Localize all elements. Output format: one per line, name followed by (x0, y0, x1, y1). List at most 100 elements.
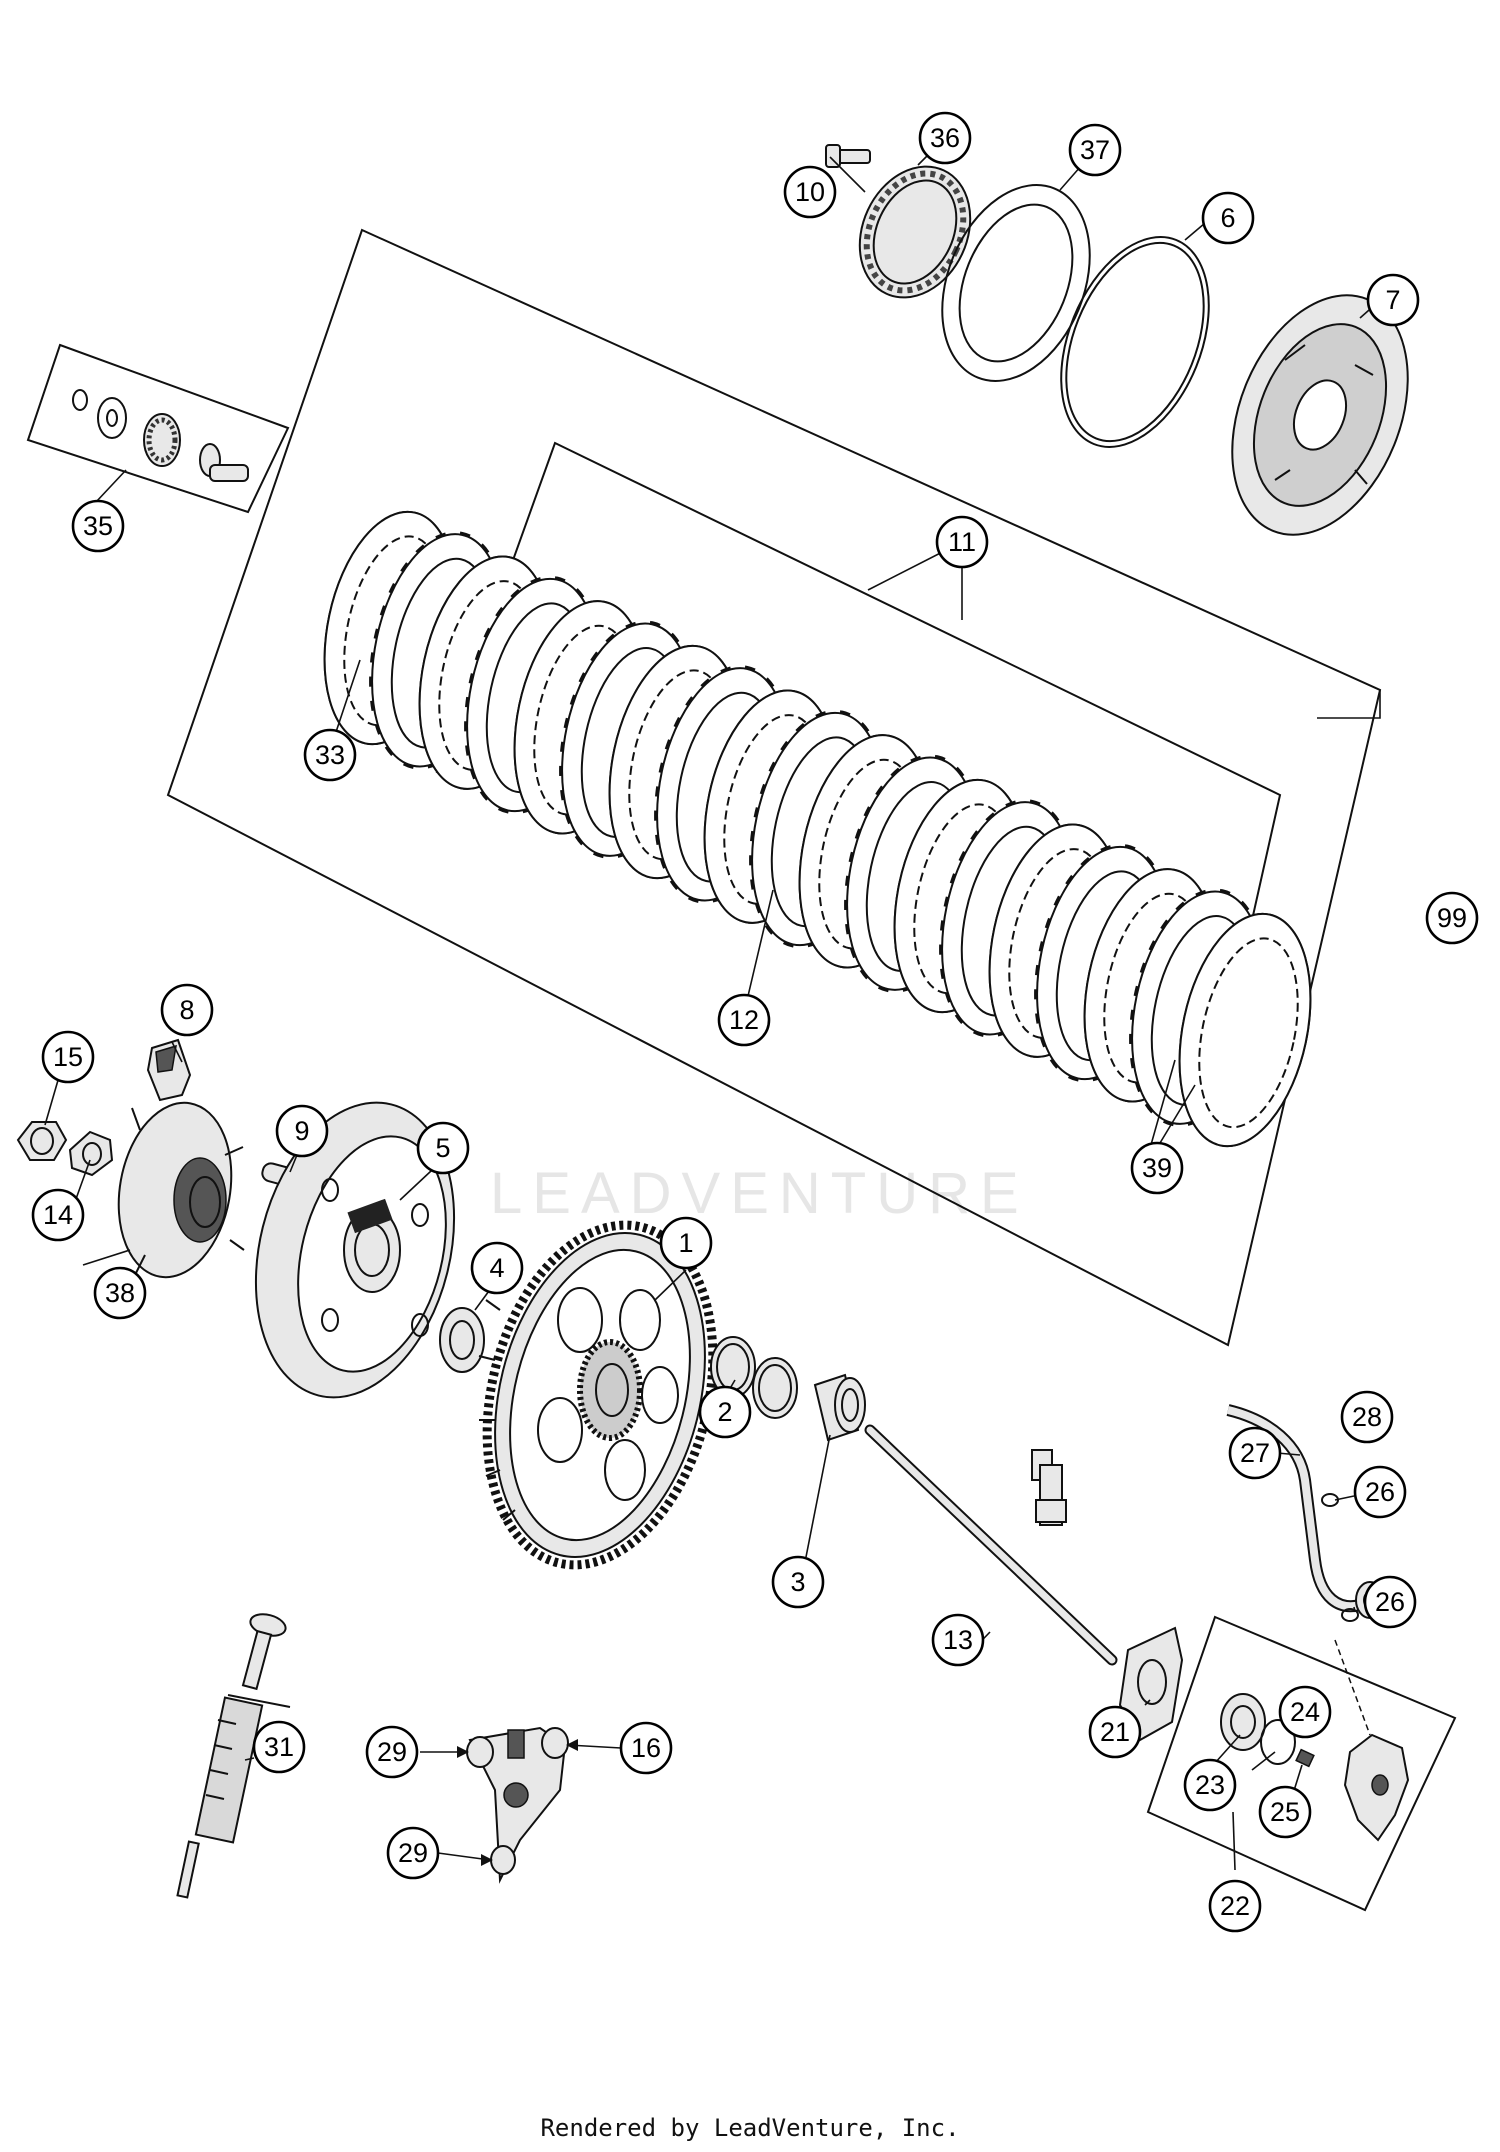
callout-label: 2 (717, 1397, 732, 1427)
callout-label: 8 (179, 995, 194, 1025)
callout-1[interactable]: 1 (659, 1216, 713, 1270)
callout-39[interactable]: 39 (1130, 1141, 1184, 1195)
slave-cylinder-frame (1146, 1615, 1457, 1912)
primary-gear-basket-part (478, 1220, 718, 1570)
callout-15[interactable]: 15 (41, 1030, 95, 1084)
retaining-clip-part (146, 1038, 192, 1102)
callout-label: 16 (631, 1733, 661, 1763)
callout-label: 37 (1080, 135, 1110, 165)
callout-label: 25 (1270, 1797, 1300, 1827)
callout-12[interactable]: 12 (717, 993, 771, 1047)
pointer-arrows (420, 1739, 622, 1866)
callout-9[interactable]: 9 (275, 1104, 329, 1158)
callout-label: 26 (1365, 1477, 1395, 1507)
callout-label: 14 (43, 1200, 73, 1230)
callout-16[interactable]: 16 (619, 1721, 673, 1775)
callout-11[interactable]: 11 (935, 515, 989, 569)
callout-label: 15 (53, 1042, 83, 1072)
callout-2[interactable]: 2 (698, 1385, 752, 1439)
callout-label: 23 (1195, 1770, 1225, 1800)
callout-label: 22 (1220, 1891, 1250, 1921)
callout-36[interactable]: 36 (918, 111, 972, 165)
callout-33[interactable]: 33 (303, 728, 357, 782)
callout-label: 13 (943, 1625, 973, 1655)
callout-label: 12 (729, 1005, 759, 1035)
callout-label: 1 (678, 1228, 693, 1258)
callout-4[interactable]: 4 (470, 1241, 524, 1295)
callout-8[interactable]: 8 (160, 983, 214, 1037)
callout-26b[interactable]: 26 (1363, 1575, 1417, 1629)
callout-31[interactable]: 31 (252, 1720, 306, 1774)
hex-nut-part (16, 1121, 68, 1161)
callout-29b[interactable]: 29 (386, 1826, 440, 1880)
watermark: LEADVENTURE (490, 1161, 1029, 1226)
clutch-inner-basket-part (254, 1101, 456, 1399)
bolt-part (825, 144, 871, 168)
callout-5[interactable]: 5 (416, 1121, 470, 1175)
kit-35-parts (72, 389, 249, 482)
slave-cylinder-part (1220, 1693, 1410, 1842)
callout-label: 10 (795, 177, 825, 207)
callout-label: 33 (315, 740, 345, 770)
callout-14[interactable]: 14 (31, 1188, 85, 1242)
callout-label: 99 (1437, 903, 1467, 933)
footer-credit: Rendered by LeadVenture, Inc. (540, 2114, 960, 2142)
callout-label: 4 (489, 1253, 504, 1283)
thrust-washer-part (941, 184, 1091, 382)
kit-35-frame (26, 343, 290, 514)
callout-label: 11 (948, 527, 976, 557)
callout-label: 29 (398, 1838, 428, 1868)
callout-6[interactable]: 6 (1201, 191, 1255, 245)
callout-23[interactable]: 23 (1183, 1758, 1237, 1812)
push-rod-part (864, 1424, 1118, 1666)
callout-26a[interactable]: 26 (1353, 1465, 1407, 1519)
friction-plate (1178, 912, 1312, 1148)
callout-22[interactable]: 22 (1208, 1879, 1262, 1933)
callout-label: 31 (264, 1732, 294, 1762)
callout-38[interactable]: 38 (93, 1266, 147, 1320)
callout-99[interactable]: 99 (1425, 891, 1479, 945)
inner-hub-part (117, 1101, 245, 1279)
callout-label: 6 (1220, 203, 1235, 233)
clutch-pack-frame (166, 228, 1382, 1347)
callout-layer: 1234567891011121314151621222324252626272… (31, 111, 1479, 1933)
callout-35[interactable]: 35 (71, 499, 125, 553)
bearing-ring-part (858, 165, 972, 299)
callout-27[interactable]: 27 (1228, 1426, 1282, 1480)
callout-label: 26 (1375, 1587, 1405, 1617)
bleeder-fitting-part (1031, 1449, 1067, 1526)
callout-label: 3 (790, 1567, 805, 1597)
mount-bracket-part (466, 1726, 569, 1884)
callout-label: 24 (1290, 1697, 1320, 1727)
callout-21[interactable]: 21 (1088, 1705, 1142, 1759)
callout-label: 39 (1142, 1153, 1172, 1183)
callout-label: 27 (1240, 1438, 1270, 1468)
callout-label: 29 (377, 1737, 407, 1767)
callout-3[interactable]: 3 (771, 1555, 825, 1609)
callout-24[interactable]: 24 (1278, 1685, 1332, 1739)
callout-10[interactable]: 10 (783, 165, 837, 219)
callout-label: 28 (1352, 1402, 1382, 1432)
callout-label: 21 (1100, 1717, 1130, 1747)
clutch-plate-stack (323, 510, 1312, 1148)
wire-ring-part (1060, 236, 1210, 448)
callout-label: 9 (294, 1116, 309, 1146)
pressure-plate-part (1231, 294, 1409, 536)
callout-13[interactable]: 13 (931, 1613, 985, 1667)
washer-part (439, 1307, 485, 1373)
grease-syringe-part (176, 1613, 291, 1899)
callout-7[interactable]: 7 (1366, 273, 1420, 327)
spacer-sleeve-part (813, 1373, 866, 1442)
callout-label: 35 (83, 511, 113, 541)
lock-washer-part (68, 1130, 114, 1177)
callout-label: 5 (435, 1133, 450, 1163)
callout-25[interactable]: 25 (1258, 1785, 1312, 1839)
callout-37[interactable]: 37 (1068, 123, 1122, 177)
callout-label: 7 (1385, 285, 1400, 315)
callout-label: 38 (105, 1278, 135, 1308)
callout-28[interactable]: 28 (1340, 1390, 1394, 1444)
gasket-part (1118, 1626, 1184, 1742)
callout-label: 36 (930, 123, 960, 153)
callout-29a[interactable]: 29 (365, 1725, 419, 1779)
